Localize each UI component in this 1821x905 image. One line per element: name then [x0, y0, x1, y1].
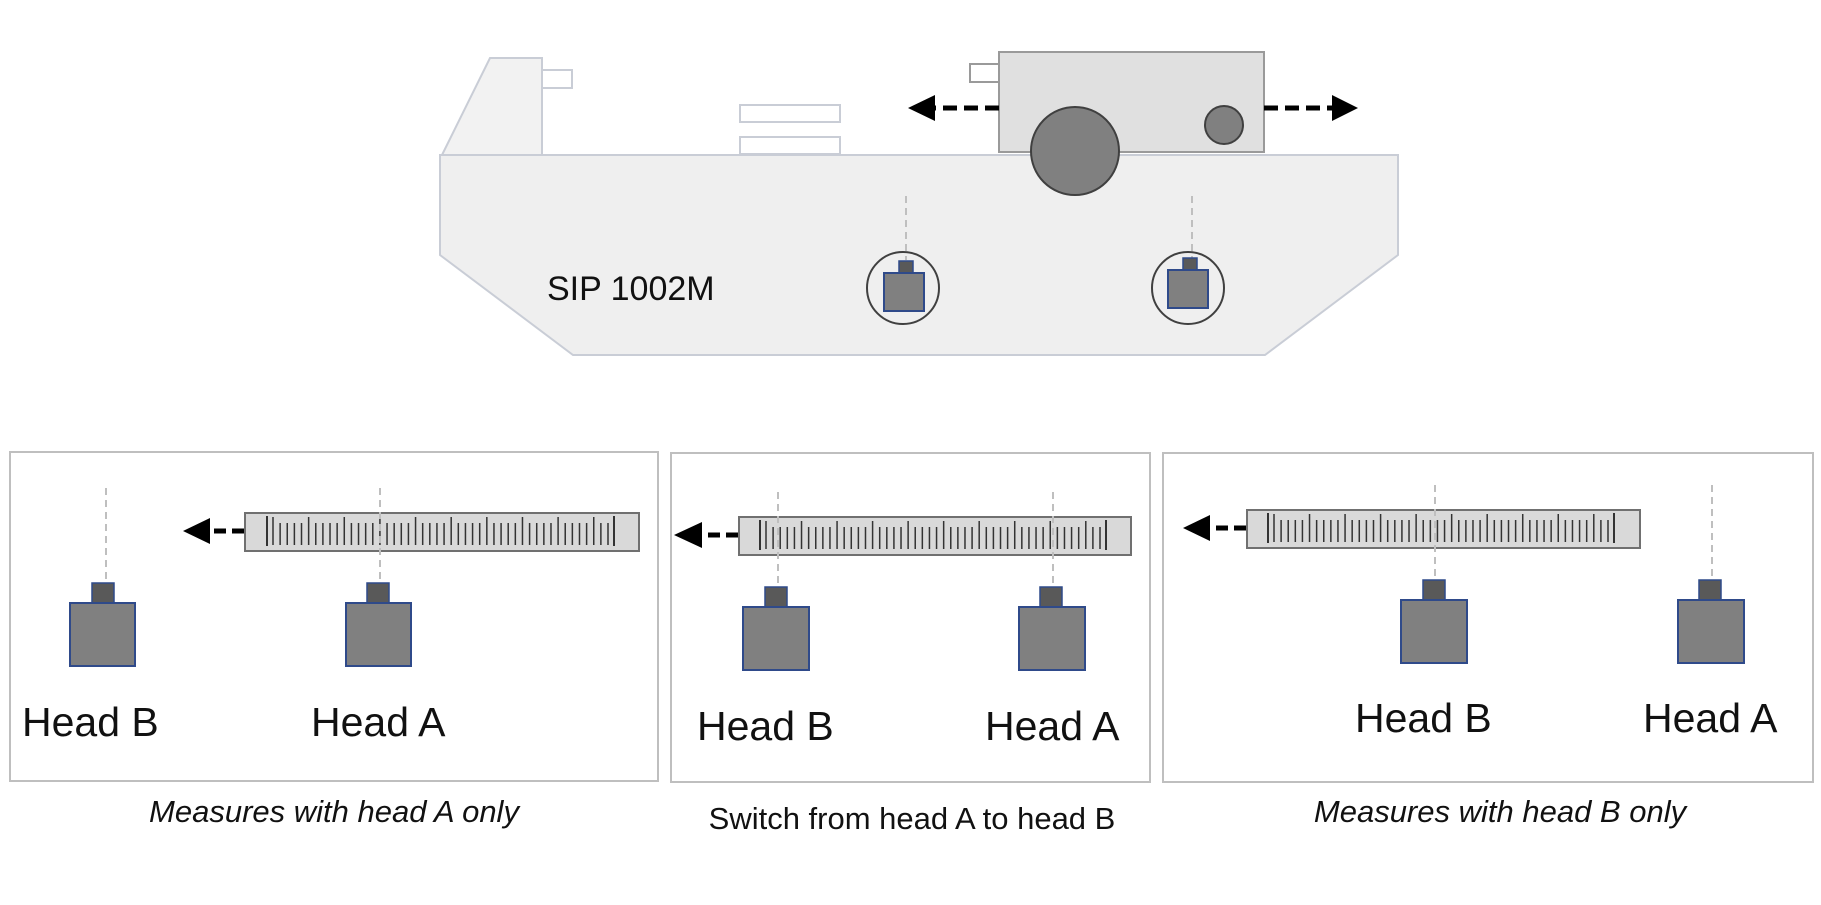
head-b-label: Head B	[1355, 695, 1492, 741]
carriage-arrow-right	[1264, 95, 1358, 121]
scale-arrow-left	[1183, 515, 1246, 541]
head-b-label: Head B	[697, 703, 834, 749]
panel-caption: Measures with head A only	[149, 794, 521, 829]
head-a	[345, 488, 412, 667]
carriage-knob-small	[1204, 105, 1244, 145]
slot-upper	[739, 104, 841, 123]
head-b	[1400, 485, 1468, 664]
machine-head-a	[1151, 196, 1225, 325]
scale-arrow-left	[183, 518, 244, 544]
slot-lower	[739, 136, 841, 155]
head-a-label: Head A	[985, 703, 1120, 749]
scale-bar	[738, 516, 1132, 556]
machine-overview: SIP 1002M	[439, 51, 1399, 356]
panel-caption: Measures with head B only	[1314, 794, 1689, 829]
machine-upright	[440, 57, 543, 156]
head-a	[1677, 485, 1745, 664]
head-a	[1018, 492, 1086, 671]
head-b	[742, 492, 810, 671]
carriage-tab	[969, 63, 1001, 83]
panel-head-a-only: Head B Head A Measures with head A only	[9, 451, 659, 829]
panel-switch-heads: Head B Head A Switch from head A to head…	[670, 452, 1151, 836]
panel-caption: Switch from head A to head B	[709, 801, 1116, 836]
scale-bar	[1246, 509, 1641, 549]
head-a-label: Head A	[1643, 695, 1778, 741]
head-b-label: Head B	[22, 699, 159, 745]
carriage-handwheel-large	[1030, 106, 1120, 196]
machine-head-b	[866, 196, 940, 325]
scale-arrow-left	[674, 522, 738, 548]
model-label: SIP 1002M	[547, 270, 715, 308]
upright-knob	[541, 69, 573, 89]
scale-bar	[244, 512, 640, 552]
carriage-arrow-left	[908, 95, 999, 121]
panel-head-b-only: Head B Head A Measures with head B only	[1162, 452, 1814, 829]
head-b	[69, 488, 136, 667]
head-a-label: Head A	[311, 699, 446, 745]
